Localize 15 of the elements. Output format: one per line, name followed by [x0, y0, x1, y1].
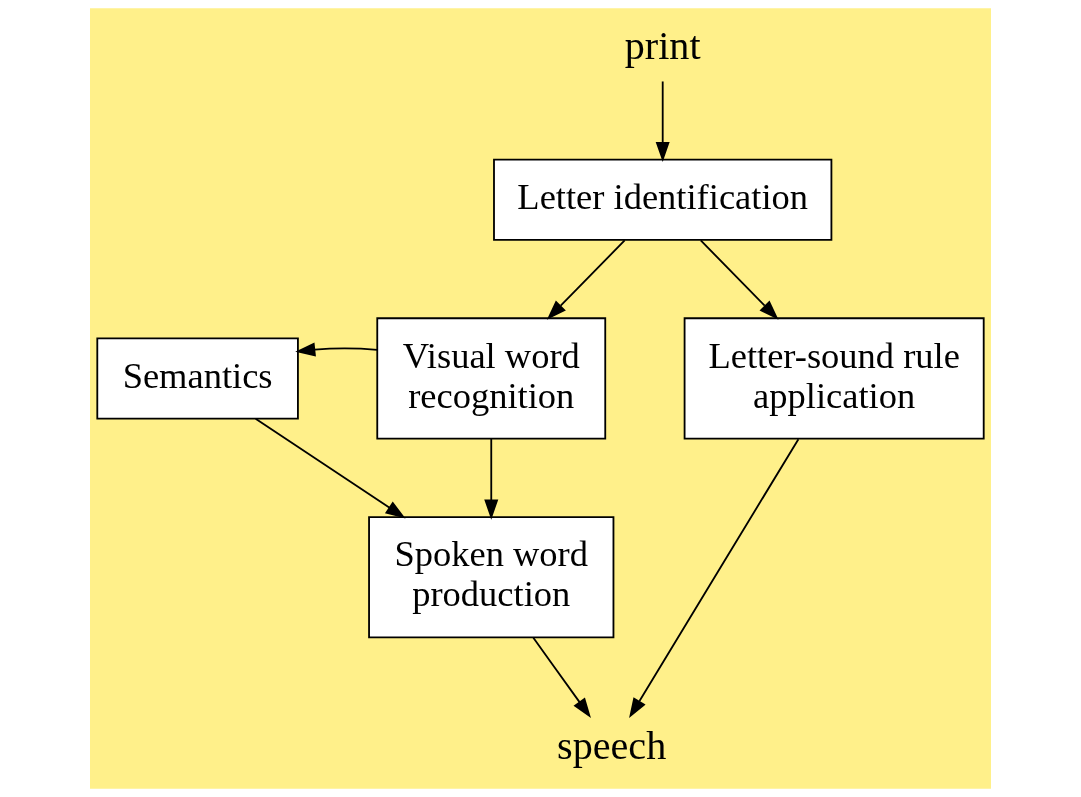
node-box: Semantics	[96, 337, 299, 420]
arrow	[699, 239, 779, 320]
arrow	[629, 438, 800, 719]
arrow	[295, 342, 379, 357]
node-box: Letter identification	[493, 158, 833, 241]
node-text: speech	[557, 722, 667, 768]
arrow	[532, 636, 591, 718]
arrow	[254, 417, 406, 519]
arrow	[546, 239, 626, 320]
arrow	[484, 437, 499, 520]
node-box: Visual word recognition	[376, 317, 607, 440]
node-box: Spoken word production	[368, 516, 615, 639]
node-text: print	[624, 22, 701, 68]
arrow	[655, 80, 670, 162]
node-box: Letter-sound rule application	[683, 317, 985, 440]
